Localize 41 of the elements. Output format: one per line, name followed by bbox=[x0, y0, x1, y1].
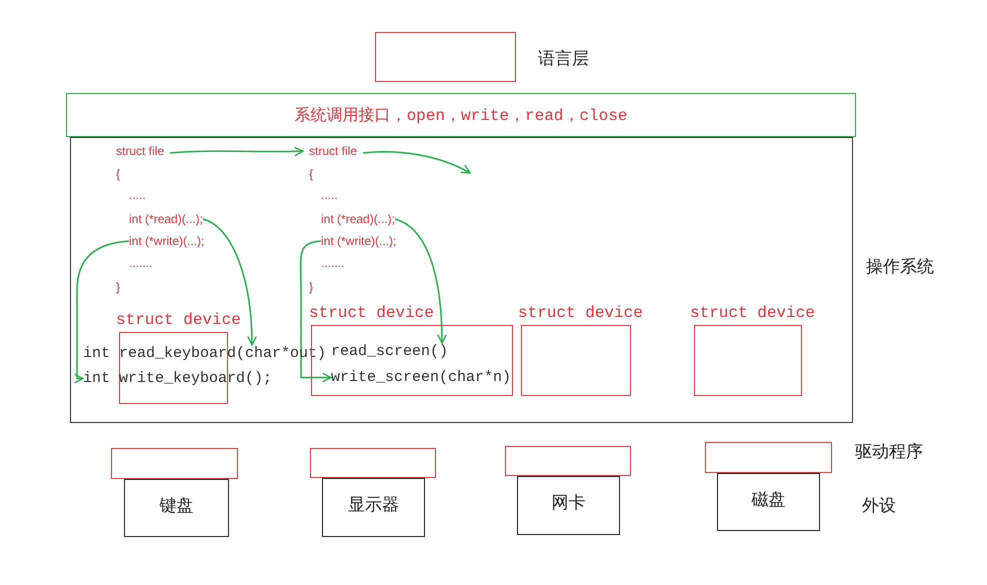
peripheral-box: 显示器 bbox=[322, 478, 425, 537]
layer-label: 语言层 bbox=[538, 48, 589, 70]
code-line: } bbox=[116, 280, 120, 294]
code-line: { bbox=[309, 167, 314, 181]
layer-label: 驱动程序 bbox=[855, 441, 923, 463]
driver-box bbox=[310, 448, 436, 478]
code-line: int (*read)(...); bbox=[321, 212, 396, 226]
driver-box bbox=[111, 448, 238, 479]
code-line: read_screen() bbox=[331, 343, 448, 360]
code-line: ..... bbox=[321, 188, 338, 202]
arrow bbox=[170, 146, 304, 156]
driver-box bbox=[705, 442, 832, 473]
syscall-band: 系统调用接口，open，write，read，close bbox=[66, 93, 856, 137]
layer-label: 外设 bbox=[862, 495, 896, 517]
arrow bbox=[202, 218, 257, 346]
arrow bbox=[300, 240, 332, 382]
code-line: ....... bbox=[129, 256, 152, 270]
code-line: int (*write)(...); bbox=[321, 234, 396, 248]
code-line: struct file bbox=[116, 144, 164, 158]
struct-label: struct device bbox=[309, 304, 434, 322]
code-line: ..... bbox=[129, 188, 146, 202]
peripheral-box: 磁盘 bbox=[717, 473, 820, 531]
layer-label: 操作系统 bbox=[866, 256, 934, 278]
driver-box bbox=[505, 446, 631, 476]
arrow bbox=[362, 151, 471, 174]
code-line: struct file bbox=[309, 144, 358, 158]
code-line: write_screen(char*n) bbox=[331, 369, 512, 386]
arrow bbox=[74, 240, 130, 384]
peripheral-box: 网卡 bbox=[517, 476, 620, 535]
struct-label: struct device bbox=[518, 304, 643, 322]
code-line: } bbox=[309, 280, 314, 294]
code-line: { bbox=[116, 167, 120, 181]
library-box bbox=[375, 32, 516, 82]
code-line: ....... bbox=[321, 256, 344, 270]
struct-label: struct device bbox=[690, 304, 815, 322]
peripheral-box: 键盘 bbox=[124, 479, 229, 537]
os-box bbox=[70, 137, 853, 423]
code-line: int (*read)(...); bbox=[129, 212, 204, 226]
arrow bbox=[394, 218, 447, 344]
code-line: int (*write)(...); bbox=[129, 234, 204, 248]
struct-label: struct device bbox=[116, 311, 241, 329]
